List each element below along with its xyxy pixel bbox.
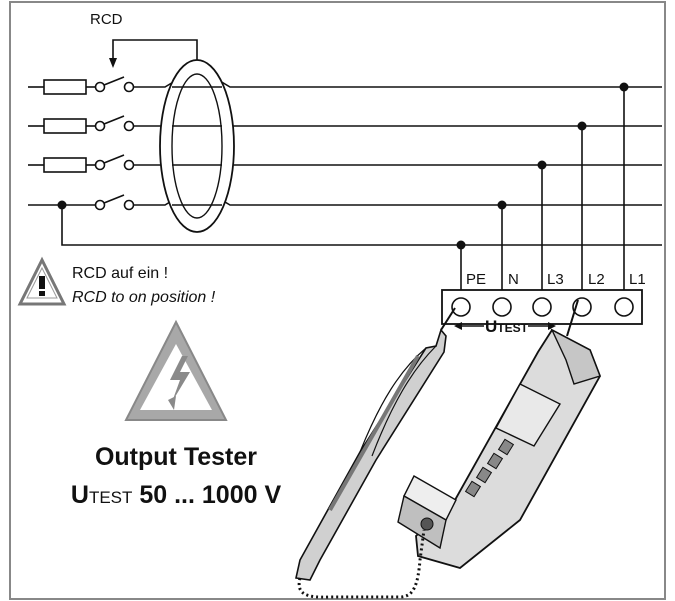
junction-n <box>497 200 507 210</box>
junction-pe <box>456 240 466 250</box>
tap-conductors <box>460 87 625 290</box>
terminal-label-l1: L1 <box>629 271 646 288</box>
rcd-trip-arrow <box>109 58 117 68</box>
output-tester-device <box>397 299 601 569</box>
phase-line-3 <box>28 154 662 173</box>
rcd-label: RCD <box>90 11 123 28</box>
lightning-triangle-icon <box>124 319 228 421</box>
junction-l2 <box>577 121 587 131</box>
junction-l1 <box>619 82 629 92</box>
diagram-frame <box>9 1 666 600</box>
phase-line-2 <box>28 115 662 134</box>
warning-text-en: RCD to on position ! <box>72 289 216 306</box>
output-tester-title: Output Tester <box>95 443 257 471</box>
terminal-label-l3: L3 <box>547 271 564 288</box>
neutral-line <box>28 194 662 211</box>
terminal-socket-n <box>492 297 512 317</box>
terminal-socket-l1 <box>614 297 634 317</box>
junction-l3 <box>537 160 547 170</box>
terminal-socket-l3 <box>532 297 552 317</box>
terminal-label-n: N <box>508 271 519 288</box>
test-lead-cable <box>297 529 426 599</box>
utest-label: UTEST <box>485 317 529 336</box>
exclamation-triangle-icon <box>17 256 67 306</box>
utest-arrow: UTEST <box>454 317 556 336</box>
rcd-toroid-inner <box>171 73 223 219</box>
rcd-toroid-outer <box>159 59 235 233</box>
terminal-label-pe: PE <box>466 271 486 288</box>
utest-range: UTEST 50 ... 1000 V <box>71 481 282 509</box>
terminal-socket-pe <box>451 297 471 317</box>
pe-junction <box>57 200 67 210</box>
phase-line-1 <box>28 76 662 95</box>
pe-line <box>61 205 662 246</box>
rcd-trip-lever <box>112 39 198 60</box>
test-probe <box>295 307 456 581</box>
terminal-label-l2: L2 <box>588 271 605 288</box>
warning-text-de: RCD auf ein ! <box>72 265 168 282</box>
